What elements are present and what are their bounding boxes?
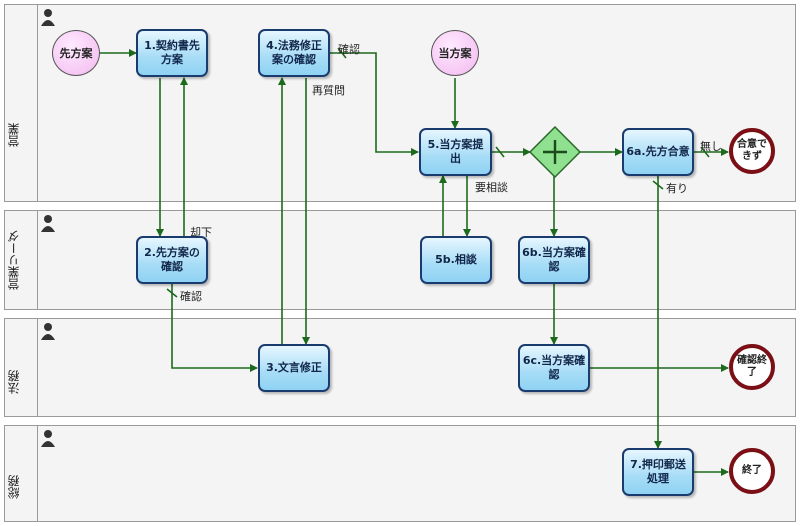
- task-4-homu-shusei[interactable]: 4.法務修正案の確認: [258, 29, 330, 77]
- flow-t4-kakunin-to-t5: [330, 52, 419, 156]
- user-icon: [41, 215, 55, 232]
- flow-label-saishitsumon: 再質問: [312, 84, 345, 97]
- default-flow-tick: [700, 146, 710, 158]
- parallel-gateway: [528, 125, 582, 179]
- flow-label-ari: 有り: [666, 182, 688, 195]
- user-icon: [41, 9, 55, 26]
- flow-label-yousoudan: 要相談: [475, 181, 508, 194]
- flow-label-kakunin: 確認: [180, 290, 202, 303]
- default-flow-tick: [166, 288, 178, 298]
- lane-header: 法務: [5, 319, 38, 416]
- task-6b-toho-kakunin[interactable]: 6b.当方案確認: [518, 236, 590, 284]
- lane-header: 営業リーダ: [5, 211, 38, 309]
- task-6c-toho-kakunin[interactable]: 6c.当方案確認: [518, 344, 590, 392]
- task-2-senpo-kakunin[interactable]: 2.先方案の確認: [136, 236, 208, 284]
- flow-label-kakunin: 確認: [338, 43, 360, 56]
- default-flow-tick: [652, 180, 664, 190]
- end-event-kakunin-shuryo[interactable]: 確認終了: [729, 344, 775, 390]
- task-5b-sodan[interactable]: 5b.相談: [420, 236, 492, 284]
- user-icon: [41, 430, 55, 447]
- user-icon: [41, 323, 55, 340]
- flow-t2-to-t3: [171, 284, 258, 372]
- end-event-goi-dekizu[interactable]: 合意できず: [729, 128, 775, 174]
- task-6a-senpo-goi[interactable]: 6a.先方合意: [622, 128, 694, 176]
- start-event-senpo[interactable]: 先方案: [52, 30, 100, 76]
- task-1-keiyakusho[interactable]: 1.契約書先方案: [136, 29, 208, 77]
- lane-header: 総務: [5, 426, 38, 521]
- flow-label-kyakka: 却下: [190, 226, 212, 239]
- task-7-oin-yuso[interactable]: 7.押印郵送処理: [622, 448, 694, 496]
- end-event-shuryo[interactable]: 終了: [729, 448, 775, 494]
- task-3-mongon-shusei[interactable]: 3.文言修正: [258, 344, 330, 392]
- flow-label-nashi: 無し: [700, 140, 722, 153]
- default-flow-tick: [495, 146, 505, 158]
- task-5-toho-teishutsu[interactable]: 5.当方案提出: [419, 128, 492, 176]
- lane-header: 営業: [5, 5, 38, 201]
- start-event-toho[interactable]: 当方案: [431, 30, 479, 76]
- default-flow-tick: [337, 47, 347, 59]
